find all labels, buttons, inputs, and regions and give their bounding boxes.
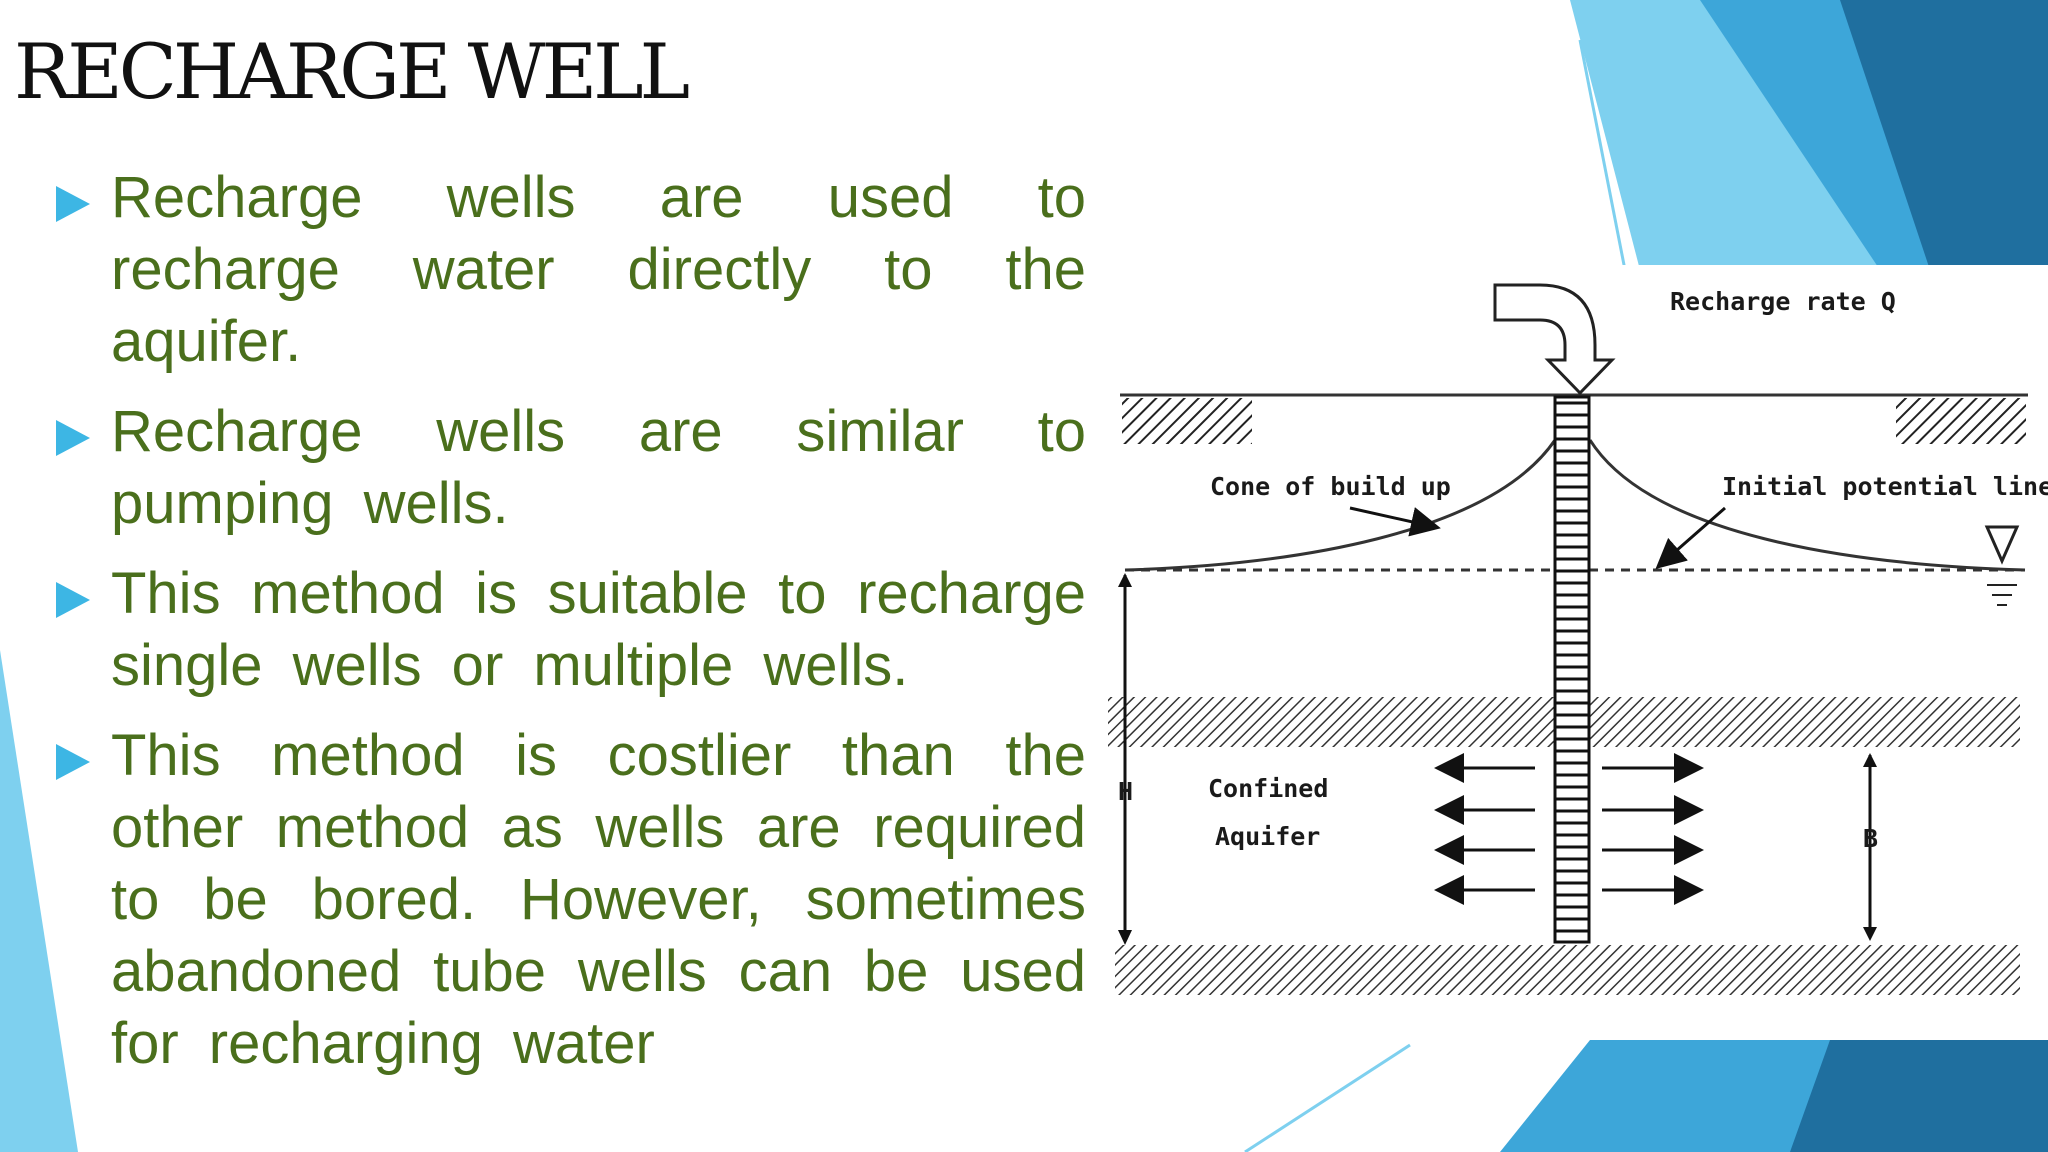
ground-hatch-right bbox=[1896, 398, 2026, 444]
label-b: B bbox=[1863, 824, 1878, 853]
bent-arrow-down-icon bbox=[1493, 283, 1616, 396]
bullet-text: Recharge wells are similar to pumping we… bbox=[111, 399, 1086, 536]
h-arrow-top bbox=[1118, 573, 1132, 587]
diagram-svg: Recharge rate Q Cone of build up Initial… bbox=[1108, 283, 2048, 995]
label-cone-of-build-up: Cone of build up bbox=[1210, 472, 1451, 501]
initial-line-leader-arrow bbox=[1655, 506, 1726, 569]
recharge-well-diagram: Recharge rate Q Cone of build up Initial… bbox=[1090, 265, 2048, 1040]
label-aquifer: Aquifer bbox=[1215, 822, 1320, 851]
bullet-item: This method is suitable to recharge sing… bbox=[56, 558, 1086, 702]
label-confined: Confined bbox=[1208, 774, 1328, 803]
aquifer-bottom-layer bbox=[1115, 945, 2020, 995]
bullet-item: Recharge wells are similar to pumping we… bbox=[56, 396, 1086, 540]
ground-hatch-left bbox=[1122, 398, 1252, 444]
decor-bottom-thin-line bbox=[1244, 1043, 1411, 1152]
b-arrow-top bbox=[1863, 753, 1877, 767]
decor-top-thin-line bbox=[1578, 39, 1627, 271]
decor-bottom-right-dark bbox=[1790, 1040, 2048, 1152]
bullet-text: Recharge wells are used to recharge wate… bbox=[111, 165, 1086, 374]
slide-title: RECHARGE WELL bbox=[14, 27, 690, 116]
triangle-right-icon bbox=[56, 186, 90, 222]
label-h: H bbox=[1118, 777, 1133, 806]
cone-curve-left bbox=[1124, 439, 1557, 572]
bullet-item: Recharge wells are used to recharge wate… bbox=[56, 162, 1086, 378]
triangle-right-icon bbox=[56, 744, 90, 780]
label-initial-potential-line: Initial potential line bbox=[1722, 472, 2048, 501]
bullet-item: This method is costlier than the other m… bbox=[56, 720, 1086, 1080]
well-casing-rungs bbox=[1556, 401, 1588, 941]
b-arrow-bottom bbox=[1863, 927, 1877, 941]
bullet-text: This method is costlier than the other m… bbox=[111, 723, 1086, 1076]
triangle-right-icon bbox=[56, 420, 90, 456]
bullet-list: Recharge wells are used to recharge wate… bbox=[56, 162, 1086, 1098]
cone-curve-right bbox=[1588, 439, 2026, 572]
triangle-right-icon bbox=[56, 582, 90, 618]
decor-top-right-dark bbox=[1840, 0, 2048, 270]
h-arrow-bottom bbox=[1118, 930, 1132, 945]
bullet-text: This method is suitable to recharge sing… bbox=[111, 561, 1086, 698]
cone-leader-arrow bbox=[1349, 506, 1441, 537]
decor-left-strip bbox=[0, 650, 78, 1152]
label-recharge-rate: Recharge rate Q bbox=[1670, 287, 1896, 316]
water-table-triangle-icon bbox=[1984, 525, 2020, 606]
